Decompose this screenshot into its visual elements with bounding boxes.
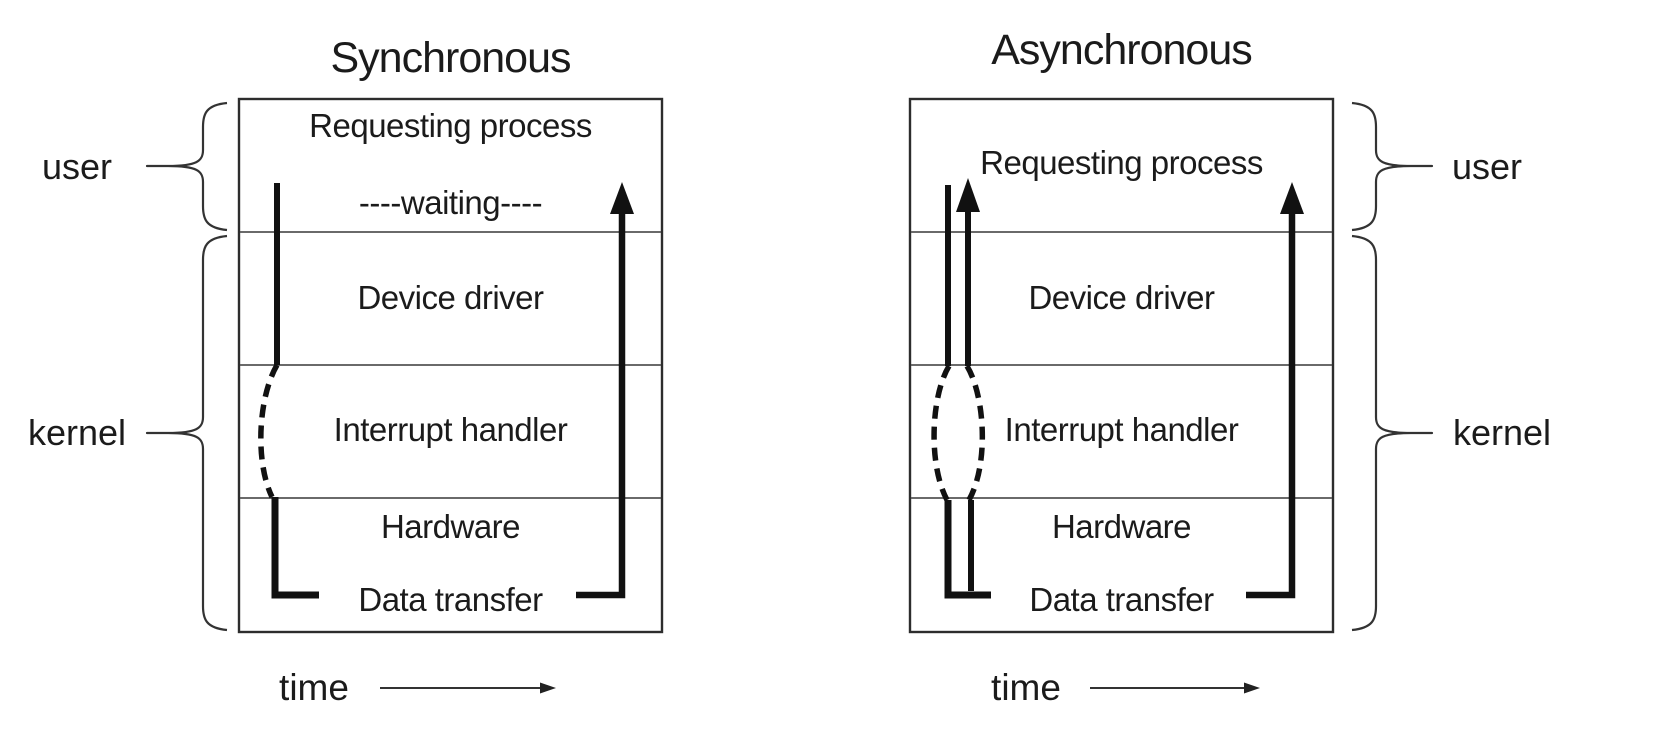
sync-interrupt-handler-label: Interrupt handler bbox=[333, 411, 568, 448]
sync-user-label: user bbox=[41, 146, 113, 187]
sync-time-arrowhead bbox=[540, 682, 556, 694]
async-user-brace bbox=[1351, 101, 1434, 232]
async-interrupt-dashed-left bbox=[931, 364, 952, 502]
async-requesting-process-label: Requesting process bbox=[980, 144, 1263, 181]
sync-box bbox=[237, 97, 664, 634]
async-time-axis bbox=[1090, 682, 1260, 694]
sync-return-arrowhead bbox=[610, 182, 634, 214]
sync-hardware-label: Hardware bbox=[380, 508, 521, 545]
async-time-arrowhead bbox=[1244, 682, 1260, 694]
sync-data-transfer-label: Data transfer bbox=[358, 581, 543, 618]
sync-title: Synchronous bbox=[330, 34, 572, 82]
async-hardware-label: Hardware bbox=[1051, 508, 1192, 545]
async-flow bbox=[931, 178, 1304, 599]
async-kernel-brace bbox=[1351, 234, 1434, 632]
sync-requesting-process-label: Requesting process bbox=[309, 107, 592, 144]
sync-interrupt-dashed-line bbox=[258, 363, 280, 499]
sync-braces bbox=[145, 101, 228, 632]
sync-time-label: time bbox=[279, 667, 349, 708]
sync-box-group bbox=[237, 97, 664, 634]
sync-kernel-brace bbox=[145, 234, 228, 632]
sync-return-arrow-line bbox=[576, 208, 626, 599]
async-interrupt-handler-label: Interrupt handler bbox=[1004, 411, 1239, 448]
sync-kernel-label: kernel bbox=[27, 412, 127, 453]
async-time-label: time bbox=[991, 667, 1061, 708]
async-completion-arrow-line bbox=[1246, 208, 1296, 599]
async-user-label: user bbox=[1451, 146, 1523, 187]
async-device-driver-label: Device driver bbox=[1028, 279, 1215, 316]
async-braces bbox=[1351, 101, 1434, 632]
async-data-transfer-label: Data transfer bbox=[1029, 581, 1214, 618]
async-immediate-return-arrowhead bbox=[956, 178, 980, 212]
async-kernel-label: kernel bbox=[1452, 412, 1552, 453]
sync-flow bbox=[258, 182, 634, 599]
sync-data-transfer-left-elbow bbox=[271, 497, 319, 599]
async-data-transfer-left-elbow bbox=[944, 500, 991, 599]
sync-time-axis bbox=[380, 682, 556, 694]
async-title: Asynchronous bbox=[991, 26, 1253, 74]
sync-waiting-label: ----waiting---- bbox=[358, 184, 543, 221]
async-box-group bbox=[908, 97, 1335, 634]
async-box bbox=[908, 97, 1335, 634]
sync-device-driver-label: Device driver bbox=[357, 279, 544, 316]
async-interrupt-dashed-right bbox=[964, 364, 986, 502]
async-completion-arrowhead bbox=[1280, 182, 1304, 214]
sync-user-brace bbox=[145, 101, 228, 232]
